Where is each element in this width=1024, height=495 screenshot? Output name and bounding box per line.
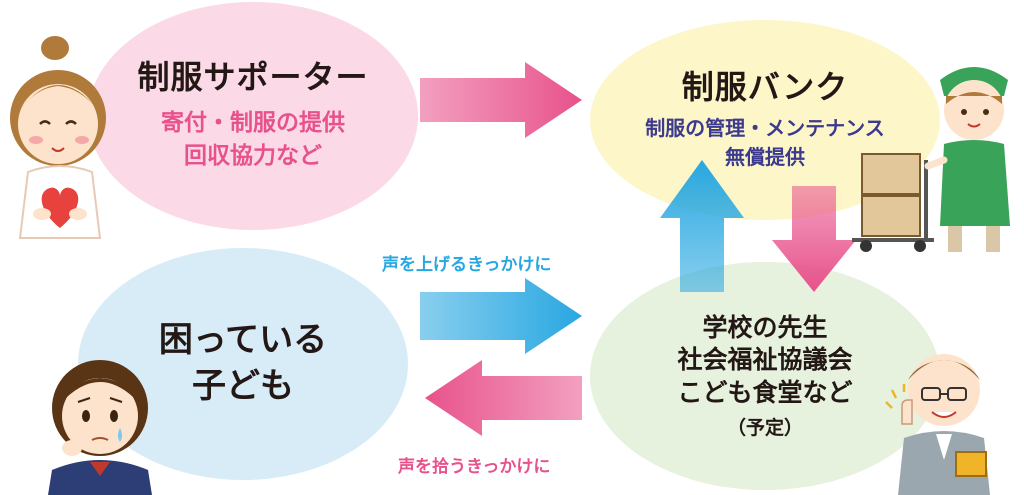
woman-with-cart-icon [852,67,1010,252]
bank-title: 制服バンク [681,67,849,106]
school-node: 学校の先生 社会福祉協議会 こども食堂など （予定） [590,262,940,490]
supporter-line2: 回収協力など [184,143,322,170]
school-line3: こども食堂など [677,377,853,407]
teacher-thumbs-up-icon [885,354,990,495]
bank-line1: 制服の管理・メンテナンス [645,116,885,141]
woman-holding-heart-icon [10,36,106,239]
school-line1: 学校の先生 [702,312,828,342]
arrow-supporter-to-bank [420,62,582,138]
school-line2: 社会福祉協議会 [677,345,853,375]
supporter-node: 制服サポーター 寄付・制服の提供 回収協力など [88,2,418,230]
caption-raise-voice: 声を上げるきっかけに [382,255,552,275]
arrow-school-to-bank [660,160,744,292]
supporter-line1: 寄付・制服の提供 [161,109,345,136]
school-note: （予定） [726,417,803,440]
bank-line2: 無償提供 [725,145,805,170]
arrow-bank-to-school [772,186,856,292]
child-line2: 子ども [192,366,294,406]
supporter-title: 制服サポーター [137,58,369,97]
arrow-child-to-school [420,278,582,354]
arrow-school-to-child [425,360,582,436]
child-line1: 困っている [158,320,328,361]
caption-pick-voice: 声を拾うきっかけに [398,457,551,477]
worried-student-icon [48,360,152,495]
